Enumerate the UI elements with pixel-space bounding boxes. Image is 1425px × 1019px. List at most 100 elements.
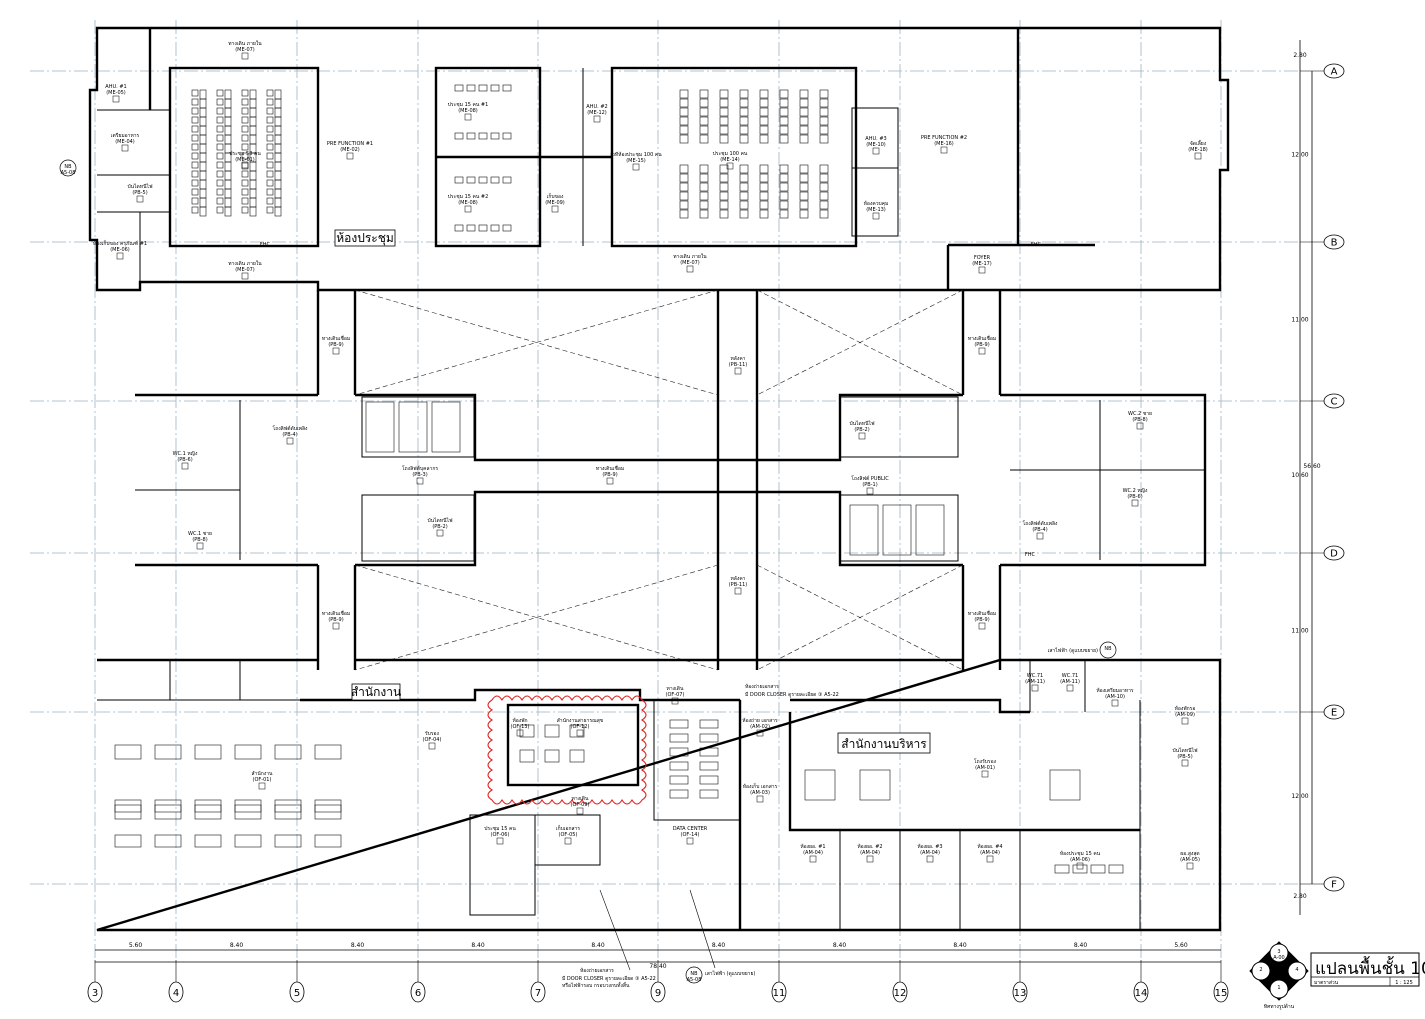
room-code: (AM-04) <box>980 850 1000 856</box>
grid-bubble-row <box>1323 234 1345 250</box>
dimension-row-spacing: 10.60 <box>1291 472 1308 479</box>
room-name: บันไดหนีไฟ <box>127 183 153 190</box>
shaft-tag-2: NB <box>1104 646 1112 652</box>
grid-bubble-col <box>410 981 426 1003</box>
room-code: (PB-3) <box>412 472 427 478</box>
grid-bubble-col <box>771 981 787 1003</box>
room-code: (PB-8) <box>1132 417 1147 423</box>
room-prep: เตรียมอาหาร(ME-04) <box>111 132 140 152</box>
room-wc2f: WC.2 หญิง(PB-6) <box>1123 487 1148 507</box>
room-code: (AM-02) <box>750 724 770 730</box>
room-meet15a: ประชุม 15 คน #1(ME-08) <box>448 102 489 121</box>
grid-col-label: 14 <box>1135 988 1148 999</box>
grid-bubble-col <box>1012 981 1028 1003</box>
room-name: ห้องประชุม 15 คน <box>1060 850 1101 857</box>
bottom-block-outline <box>96 658 1222 932</box>
grid-bubble-row <box>1323 63 1345 79</box>
room-code: (ME-13) <box>866 207 886 213</box>
room-corr-c: ทางเดิน ภายใน(ME-07) <box>673 253 707 273</box>
room-code: (ME-15) <box>626 158 646 164</box>
grid-col-label: 7 <box>535 988 541 999</box>
room-name: ทางเดินเชื่อม <box>322 335 350 342</box>
room-name: โถงลิฟต์ดับเพลิง <box>1023 520 1058 527</box>
room-copy: ห้องถ่าย เอกสาร(AM-02) <box>742 717 778 737</box>
room-name: WC.71 <box>1062 673 1078 679</box>
room-code: (ME-08) <box>458 200 478 206</box>
room-name: WC.2 หญิง <box>1123 487 1148 494</box>
grid-row-label: C <box>1331 397 1338 408</box>
grid-row-label: B <box>1331 238 1338 249</box>
room-code: (PB-9) <box>974 342 989 348</box>
room-name: WC.1 ชาย <box>188 531 212 537</box>
room-code: (PB-11) <box>729 362 748 368</box>
room-name: PRE FUNCTION #2 <box>921 135 967 141</box>
dimension-row-spacing: 2.80 <box>1293 52 1307 59</box>
room-name: เก็บของ <box>547 192 564 200</box>
room-link1: ทางเดินเชื่อม(PB-9) <box>322 335 350 355</box>
dimension-row-spacing: 12.00 <box>1291 793 1308 800</box>
note-door-closer-2: หรือไฟฟ้ารอบ กรอบวงกบทั้งสิ้น <box>562 980 630 989</box>
room-name: ผอ.สูงสุด <box>1180 851 1199 857</box>
dimension-row-spacing: 2.80 <box>1293 893 1307 900</box>
room-control: ห้องควบคุม(ME-13) <box>864 200 888 220</box>
room-link3: ทางเดินเชื่อม(PB-9) <box>322 610 350 630</box>
shaft-tag: NB <box>690 971 698 977</box>
room-name: ห้องผอ. #3 <box>917 843 942 850</box>
room-labels: AHU. #1(ME-05) เตรียมอาหาร(ME-04) ประชุม 5… <box>93 40 1208 870</box>
room-code: (PB-5) <box>1177 754 1192 760</box>
room-datacenter: DATA CENTER(OF-14) <box>673 826 708 845</box>
room-code: (ME-07) <box>680 260 700 266</box>
room-code: (PB-1) <box>862 482 877 488</box>
grid-row-label: E <box>1331 708 1337 719</box>
room-code: (OF-01) <box>253 777 272 783</box>
room-dir1: ห้องผอ. #1(AM-04) <box>800 843 826 863</box>
room-code: (PB-4) <box>282 432 297 438</box>
room-name: WC.71 <box>1027 673 1043 679</box>
room-firelift2: โถงลิฟต์ดับเพลิง(PB-4) <box>1023 520 1058 540</box>
room-name: ประชุม 15 คน #1 <box>448 102 489 108</box>
room-name: โถงลิฟต์ดับเพลิง <box>273 425 308 432</box>
room-code: (ME-12) <box>587 110 607 116</box>
furniture <box>114 84 1124 874</box>
room-wc71b: WC.71(AM-11) <box>1060 673 1080 692</box>
room-name: เตรียมอาหาร <box>111 132 140 139</box>
room-name: WC.2 ชาย <box>1128 411 1152 417</box>
walls <box>88 26 1230 932</box>
room-pantry: ห้องเตรียมอาหาร(AM-10) <box>1096 687 1134 707</box>
room-code: (OF-04) <box>423 737 442 743</box>
room-code: (OF-07) <box>666 692 685 698</box>
grid-bubble-col <box>530 981 546 1003</box>
room-code: (AM-01) <box>975 765 995 771</box>
room-name: AHU. #1 <box>105 84 126 90</box>
dimension-col-spacing: 5.60 <box>129 942 143 949</box>
grid-bubble-row <box>1323 704 1345 720</box>
room-link2: ทางเดินเชื่อม(PB-9) <box>968 335 996 355</box>
room-code: (AM-10) <box>1105 694 1125 700</box>
grid-bubble-col <box>168 981 184 1003</box>
room-name: ห้องผอ. #2 <box>857 843 882 850</box>
room-code: (OF-12) <box>571 724 590 730</box>
grid-col-label: 15 <box>1215 988 1228 999</box>
room-code: (ME-09) <box>545 200 565 206</box>
room-pre1: PRE FUNCTION #1(ME-02) <box>327 141 373 160</box>
room-code: (PB-9) <box>602 472 617 478</box>
scale-label: มาตราส่วน <box>1314 980 1339 986</box>
room-name: DATA CENTER <box>673 826 708 832</box>
shaft-ref: A5-08 <box>687 977 702 983</box>
grid-bubble-col <box>1213 981 1229 1003</box>
grid-col-label: 6 <box>415 988 421 999</box>
room-meet15c: ประชุม 15 คน(OF-06) <box>484 826 516 845</box>
room-exec: ผอ.สูงสุด(AM-05) <box>1180 851 1200 870</box>
dimension-col-spacing: 8.40 <box>230 942 244 949</box>
room-roof1: หลังคา(PB-11) <box>729 356 748 375</box>
room-name: เวทีห้องประชุม 100 คน <box>610 151 662 158</box>
grid-col-label: 13 <box>1014 988 1027 999</box>
revision-cloud <box>487 695 647 805</box>
room-meet50: ประชุม 50 คน(ME-01) <box>229 151 261 170</box>
room-code: (AM-04) <box>920 850 940 856</box>
dimension-col-spacing: 8.40 <box>1074 942 1088 949</box>
room-roof2: หลังคา(PB-11) <box>729 576 747 595</box>
room-ahu1: AHU. #1(ME-05) <box>105 84 127 103</box>
room-docs: เก็บเอกสาร(OF-05) <box>556 824 580 845</box>
